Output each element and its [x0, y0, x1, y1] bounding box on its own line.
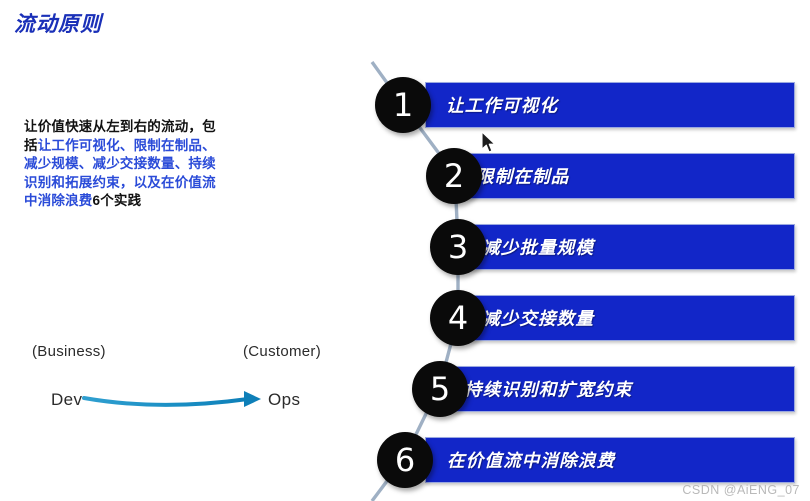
page-title: 流动原则	[14, 13, 102, 36]
step-row[interactable]: 让工作可视化 1	[350, 77, 810, 133]
step-bar[interactable]	[442, 366, 795, 412]
right-arrow-icon	[82, 391, 261, 407]
step-label: 减少批量规模	[482, 237, 595, 258]
step-row[interactable]: 限制在制品 2	[350, 148, 810, 204]
step-row[interactable]: 持续识别和扩宽约束 5	[350, 361, 810, 417]
description-highlight-text: 让工作可视化、限制在制品、减少规模、减少交接数量、持续识别和拓展约束，以及在价值…	[24, 137, 216, 209]
step-number: 6	[394, 441, 416, 479]
description-lead-text: 让价值快速从左到右的流动，包括	[24, 119, 216, 153]
step-bar[interactable]	[460, 224, 795, 270]
step-row[interactable]: 减少批量规模 3	[350, 219, 810, 275]
step-number: 3	[447, 228, 469, 266]
description-tail-text: 6个实践	[92, 193, 142, 208]
step-bar[interactable]	[460, 295, 795, 341]
step-label: 在价值流中消除浪费	[447, 450, 616, 471]
step-number: 5	[429, 370, 451, 408]
step-bar[interactable]	[425, 437, 795, 483]
step-row[interactable]: 减少交接数量 4	[350, 290, 810, 346]
step-row[interactable]: 在价值流中消除浪费 6	[350, 432, 810, 488]
step-bar[interactable]	[453, 153, 795, 199]
steps-list: 让工作可视化 1 限制在制品 2 减少批量规模 3 减少交接数量 4 持续识别和…	[350, 50, 810, 501]
step-number: 1	[392, 86, 414, 124]
step-label: 持续识别和扩宽约束	[464, 379, 633, 400]
flow-node-ops: Ops	[268, 390, 301, 409]
step-circle[interactable]: 1	[375, 77, 431, 133]
flow-node-dev: Dev	[51, 390, 83, 409]
step-circle[interactable]: 5	[412, 361, 468, 417]
description-paragraph: 让价值快速从左到右的流动，包括让工作可视化、限制在制品、减少规模、减少交接数量、…	[24, 118, 220, 211]
dev-ops-flow-diagram: (Business) (Customer) Dev Ops	[0, 330, 350, 430]
step-circle[interactable]: 2	[426, 148, 482, 204]
step-label: 减少交接数量	[482, 308, 595, 329]
flow-caption-customer: (Customer)	[243, 343, 322, 360]
step-circle[interactable]: 4	[430, 290, 486, 346]
step-label: 限制在制品	[476, 166, 570, 187]
step-circle[interactable]: 6	[377, 432, 433, 488]
watermark-text: CSDN @AiENG_07	[682, 483, 800, 497]
flow-caption-business: (Business)	[32, 343, 106, 360]
step-circle[interactable]: 3	[430, 219, 486, 275]
step-number: 2	[443, 157, 465, 195]
step-label: 让工作可视化	[446, 95, 559, 116]
step-number: 4	[447, 299, 469, 337]
step-bar[interactable]	[425, 82, 795, 128]
